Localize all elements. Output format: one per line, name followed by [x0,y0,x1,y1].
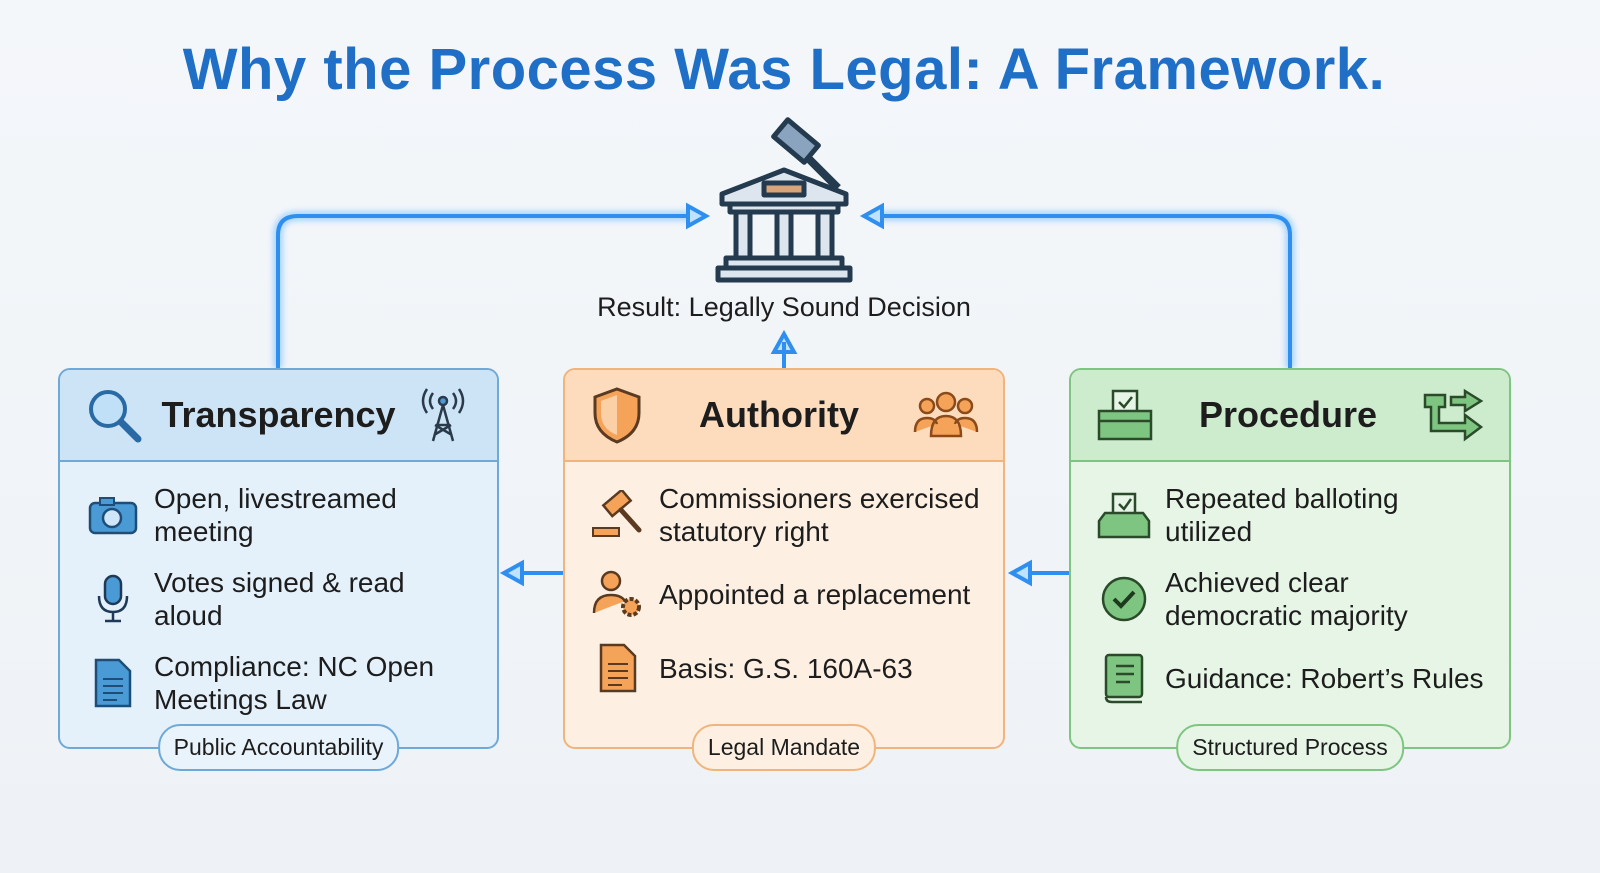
arrow-procedure-to-result-line [880,214,1292,368]
arrow-head-left [686,202,711,230]
footer-badge: Structured Process [1176,724,1404,771]
arrow-authority-to-transparency [499,559,563,587]
microphone-icon [86,574,140,623]
card-heading: Procedure [1198,394,1378,435]
list-item: Appointed a replacement [591,566,985,622]
list-item: Repeated balloting utilized [1097,482,1491,548]
shuffle-arrows-icon [1423,388,1484,442]
card-heading: Transparency [161,394,396,435]
courthouse-gavel-icon [715,117,853,283]
page-title: Why the Process Was Legal: A Framework. [182,37,1386,102]
document-icon [86,658,140,708]
shield-icon [593,387,641,444]
camera-icon [86,491,140,539]
user-gear-icon [591,570,645,618]
card-header: Authority [565,370,1003,462]
arrow-transparency-to-result-line [276,214,690,368]
book-icon [1097,653,1151,704]
broadcast-tower-icon [421,388,465,442]
arrow-head-right [859,202,884,230]
ballot-box-icon [1097,389,1153,441]
transparency-card: Transparency Open, livestreamed meeting … [58,368,499,771]
footer-badge: Public Accountability [157,724,400,771]
list-item: Open, livestreamed meeting [86,482,479,548]
magnifier-icon [89,390,142,443]
document-icon [591,643,645,693]
result-label: Result: Legally Sound Decision [597,292,971,322]
card-header: Transparency [60,370,497,462]
list-item: Guidance: Robert’s Rules [1097,650,1491,706]
card-heading: Authority [699,394,859,435]
gavel-icon [591,490,645,539]
list-item: Commissioners exercised statutory right [591,482,985,548]
list-item: Achieved clear democratic majority [1097,566,1491,632]
ballot-box-icon [1097,491,1151,539]
arrow-procedure-to-authority [1007,559,1069,587]
arrow-authority-to-result [770,329,798,368]
procedure-card: Procedure Repeated balloting utilized Ac… [1069,368,1511,771]
footer-badge: Legal Mandate [691,724,877,771]
check-circle-icon [1097,575,1151,623]
group-icon [913,391,979,438]
list-item: Compliance: NC Open Meetings Law [86,650,479,716]
authority-card: Authority Commissioners exercised statut… [563,368,1005,771]
list-item: Votes signed & read aloud [86,566,479,632]
card-header: Procedure [1071,370,1509,462]
list-item: Basis: G.S. 160A-63 [591,640,985,696]
